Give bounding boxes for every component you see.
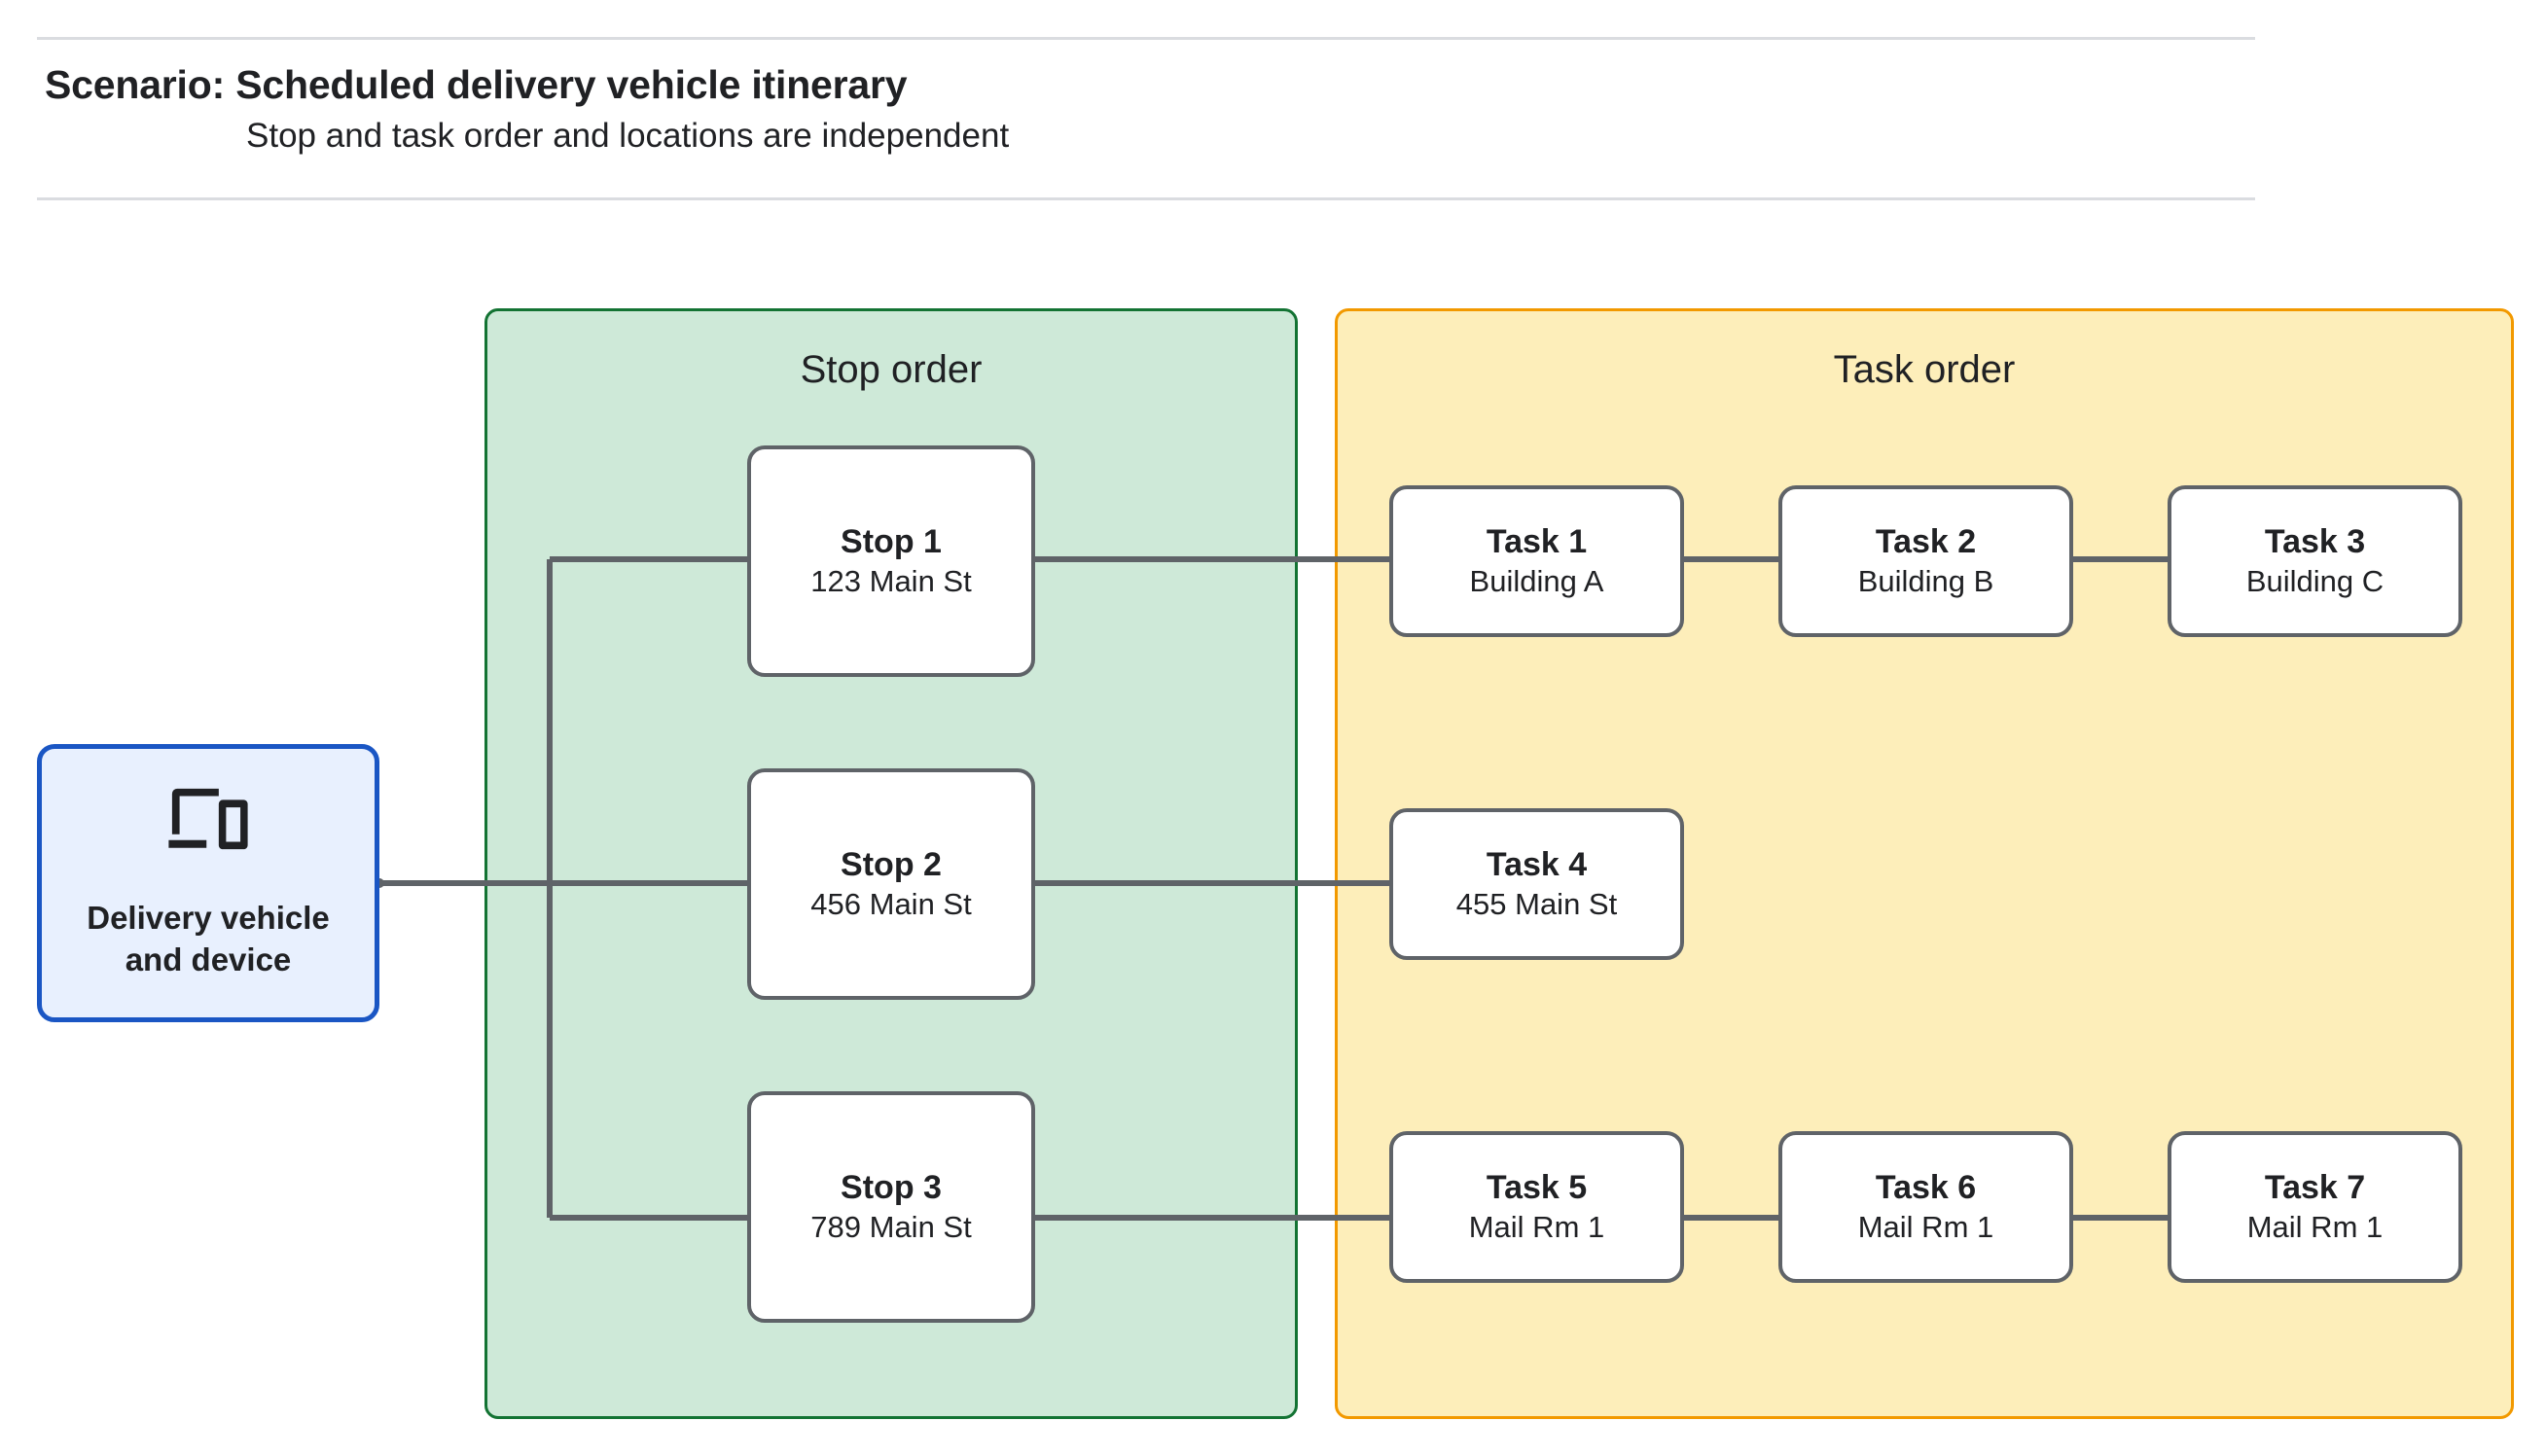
stop-node-title: Stop 1 [841, 522, 942, 560]
stop-node-address: 789 Main St [810, 1210, 972, 1245]
stop-node-3[interactable]: Stop 3 789 Main St [747, 1091, 1035, 1323]
stop-node-1[interactable]: Stop 1 123 Main St [747, 445, 1035, 677]
task-node-2[interactable]: Task 2 Building B [1778, 485, 2073, 637]
stop-node-title: Stop 2 [841, 845, 942, 883]
task-node-1[interactable]: Task 1 Building A [1389, 485, 1684, 637]
task-node-title: Task 1 [1486, 522, 1588, 560]
stop-node-title: Stop 3 [841, 1168, 942, 1206]
task-node-title: Task 2 [1875, 522, 1977, 560]
delivery-vehicle-node[interactable]: Delivery vehicle and device [37, 744, 379, 1022]
task-node-location: 455 Main St [1455, 887, 1618, 922]
devices-icon [168, 788, 248, 850]
task-node-location: Building C [2245, 564, 2385, 599]
task-node-4[interactable]: Task 4 455 Main St [1389, 808, 1684, 960]
task-node-location: Building B [1857, 564, 1994, 599]
task-node-location: Mail Rm 1 [2246, 1210, 2384, 1245]
task-node-location: Mail Rm 1 [1468, 1210, 1605, 1245]
task-node-title: Task 6 [1875, 1168, 1977, 1206]
stop-node-address: 456 Main St [810, 887, 972, 922]
header-divider-bottom [37, 197, 2255, 200]
stop-order-panel-title: Stop order [800, 348, 983, 391]
task-order-panel-title: Task order [1833, 348, 2016, 391]
task-node-6[interactable]: Task 6 Mail Rm 1 [1778, 1131, 2073, 1283]
task-node-7[interactable]: Task 7 Mail Rm 1 [2168, 1131, 2462, 1283]
task-node-location: Mail Rm 1 [1857, 1210, 1994, 1245]
task-node-title: Task 7 [2264, 1168, 2366, 1206]
delivery-vehicle-label: Delivery vehicle and device [87, 900, 330, 977]
page-title: Scenario: Scheduled delivery vehicle iti… [45, 62, 908, 107]
stop-node-address: 123 Main St [810, 564, 972, 599]
page-subtitle: Stop and task order and locations are in… [246, 117, 1010, 155]
header-divider-top [37, 37, 2255, 40]
task-node-title: Task 4 [1486, 845, 1588, 883]
task-node-location: Building A [1469, 564, 1604, 599]
task-node-title: Task 5 [1486, 1168, 1588, 1206]
task-node-3[interactable]: Task 3 Building C [2168, 485, 2462, 637]
stop-node-2[interactable]: Stop 2 456 Main St [747, 768, 1035, 1000]
task-node-5[interactable]: Task 5 Mail Rm 1 [1389, 1131, 1684, 1283]
task-node-title: Task 3 [2264, 522, 2366, 560]
